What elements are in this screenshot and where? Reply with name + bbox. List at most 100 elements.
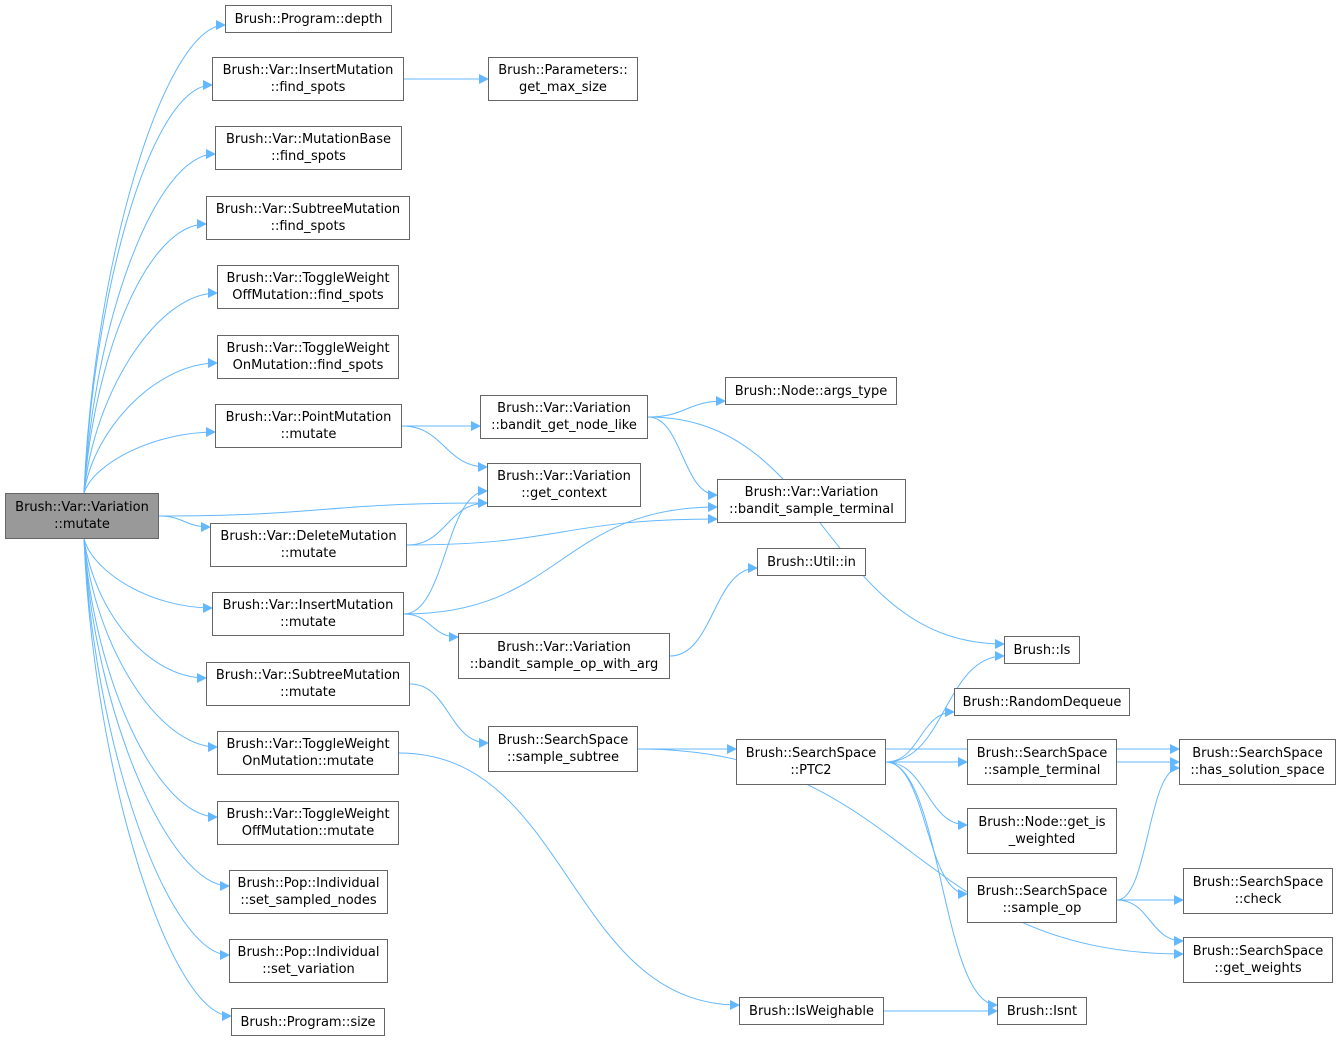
node-label-line: Brush::Var::ToggleWeight — [226, 271, 390, 286]
node-label-line: ::mutate — [280, 427, 337, 442]
edge-ins_mut-to-bandit_op — [403, 613, 459, 642]
node-ptc2[interactable]: Brush::SearchSpace ::PTC2 — [736, 739, 886, 785]
node-insertmutation-find-spots[interactable]: Brush::Var::InsertMutation ::find_spots — [212, 57, 404, 101]
node-label-line: ::find_spots — [270, 80, 346, 95]
edge-sample_op-to-has_sol — [1116, 763, 1180, 901]
edge-ptc2-to-get_is_w — [885, 761, 968, 830]
node-label-line: Brush::Node::get_is — [978, 815, 1106, 830]
node-label-line: Brush::Node::args_type — [734, 383, 888, 399]
node-has-solution-space[interactable]: Brush::SearchSpace ::has_solution_space — [1179, 739, 1336, 785]
node-label-line: ::has_solution_space — [1190, 763, 1325, 778]
node-sample-subtree[interactable]: Brush::SearchSpace ::sample_subtree — [488, 726, 638, 772]
node-set-sampled-nodes[interactable]: Brush::Pop::Individual ::set_sampled_nod… — [229, 870, 388, 914]
node-label-line: Brush::Var::SubtreeMutation — [215, 202, 401, 217]
node-bandit-sample-op-with-arg[interactable]: Brush::Var::Variation ::bandit_sample_op… — [458, 633, 670, 679]
edge-ins_mut-to-bandit_term — [403, 502, 718, 615]
node-label-line: OffMutation::mutate — [241, 824, 375, 839]
node-insertmutation-mutate[interactable]: Brush::Var::InsertMutation ::mutate — [212, 592, 404, 636]
node-isnt[interactable]: Brush::Isnt — [997, 997, 1087, 1025]
node-label-line: Brush::SearchSpace — [745, 746, 877, 761]
edges — [83, 20, 1184, 1021]
edge-root-to-get_context — [158, 498, 488, 517]
edge-root-to-prog_size — [83, 538, 232, 1021]
node-program-size[interactable]: Brush::Program::size — [231, 1008, 385, 1036]
node-label-line: get_max_size — [519, 80, 607, 95]
node-label-line: Brush::SearchSpace — [1192, 875, 1324, 890]
node-subtreemutation-find-spots[interactable]: Brush::Var::SubtreeMutation ::find_spots — [206, 196, 410, 240]
node-is[interactable]: Brush::Is — [1004, 636, 1080, 664]
node-label-line: Brush::Var::ToggleWeight — [226, 737, 390, 752]
node-pointmutation-mutate[interactable]: Brush::Var::PointMutation ::mutate — [215, 404, 402, 448]
edge-root-to-twon_find — [83, 358, 218, 494]
node-program-depth[interactable]: Brush::Program::depth — [225, 5, 392, 33]
node-get-context[interactable]: Brush::Var::Variation ::get_context — [487, 463, 641, 507]
node-sample-terminal[interactable]: Brush::SearchSpace ::sample_terminal — [967, 739, 1117, 785]
node-label-line: Brush::Var::ToggleWeight — [226, 807, 390, 822]
node-label-line: ::bandit_get_node_like — [491, 418, 637, 433]
edge-root-to-twoff_find — [83, 288, 218, 494]
node-subtreemutation-mutate[interactable]: Brush::Var::SubtreeMutation ::mutate — [206, 662, 410, 706]
node-args-type[interactable]: Brush::Node::args_type — [725, 377, 897, 405]
edge-bandit_node-to-bandit_term — [647, 416, 718, 500]
node-label-line: _weighted — [1008, 832, 1076, 847]
edge-root-to-pt_mut — [83, 427, 216, 494]
node-parameters-get-max-size[interactable]: Brush::Parameters:: get_max_size — [488, 57, 638, 101]
edge-root-to-prog_depth — [83, 20, 226, 494]
node-label-line: Brush::Program::depth — [234, 11, 383, 27]
node-set-variation[interactable]: Brush::Pop::Individual ::set_variation — [229, 939, 388, 983]
edge-del_mut-to-get_context — [406, 498, 488, 546]
node-label-line: ::bandit_sample_terminal — [729, 502, 894, 517]
node-label-line: Brush::IsWeighable — [749, 1003, 874, 1019]
node-label-line: ::sample_subtree — [507, 750, 619, 765]
edge-del_mut-to-bandit_term — [406, 514, 718, 546]
node-label-line: Brush::Var::MutationBase — [225, 132, 392, 147]
node-label-line: Brush::Var::Variation — [497, 640, 631, 655]
node-label-line: Brush::Isnt — [1006, 1003, 1078, 1019]
node-label-line: ::find_spots — [271, 149, 346, 164]
edge-ptc2-to-sample_op — [885, 761, 968, 899]
node-toggleweighton-mutate[interactable]: Brush::Var::ToggleWeight OnMutation::mut… — [217, 731, 399, 775]
node-label-line: ::set_sampled_nodes — [240, 893, 377, 908]
node-variation-mutate[interactable]: Brush::Var::Variation ::mutate — [5, 493, 159, 539]
node-label-line: Brush::Pop::Individual — [237, 876, 380, 891]
node-toggleweightoff-mutate[interactable]: Brush::Var::ToggleWeight OffMutation::mu… — [217, 801, 399, 845]
node-label-line: Brush::SearchSpace — [1192, 944, 1324, 959]
node-sample-op[interactable]: Brush::SearchSpace ::sample_op — [967, 877, 1117, 923]
node-label-line: Brush::Var::SubtreeMutation — [215, 668, 401, 683]
edge-pt_mut-to-get_context — [401, 425, 488, 472]
node-deletemutation-mutate[interactable]: Brush::Var::DeleteMutation ::mutate — [210, 523, 407, 567]
node-mutationbase-find-spots[interactable]: Brush::Var::MutationBase ::find_spots — [215, 126, 402, 170]
node-label-line: Brush::Parameters:: — [498, 63, 628, 78]
node-label-line: OffMutation::find_spots — [232, 288, 384, 303]
edge-root-to-set_sampled — [83, 538, 230, 891]
node-bandit-sample-terminal[interactable]: Brush::Var::Variation ::bandit_sample_te… — [717, 479, 906, 523]
node-get-weights[interactable]: Brush::SearchSpace ::get_weights — [1183, 937, 1333, 983]
node-bandit-get-node-like[interactable]: Brush::Var::Variation ::bandit_get_node_… — [480, 395, 648, 439]
node-label-line: ::get_context — [521, 486, 607, 501]
edge-root-to-sub_find — [83, 219, 207, 494]
node-toggleweightoff-find-spots[interactable]: Brush::Var::ToggleWeight OffMutation::fi… — [217, 265, 399, 309]
node-label-line: ::check — [1234, 892, 1282, 907]
edge-ptc2-to-rand_deq — [885, 707, 955, 763]
edge-root-to-del_mut — [158, 515, 211, 532]
node-label-line: Brush::SearchSpace — [1192, 746, 1323, 761]
node-get-is-weighted[interactable]: Brush::Node::get_is _weighted — [967, 808, 1117, 854]
node-label-line: ::bandit_sample_op_with_arg — [469, 657, 659, 672]
node-random-dequeue[interactable]: Brush::RandomDequeue — [954, 688, 1130, 716]
node-toggleweighton-find-spots[interactable]: Brush::Var::ToggleWeight OnMutation::fin… — [217, 335, 399, 379]
node-is-weighable[interactable]: Brush::IsWeighable — [739, 997, 884, 1025]
node-label-line: Brush::RandomDequeue — [962, 694, 1122, 710]
node-label-line: Brush::Var::DeleteMutation — [220, 529, 397, 544]
edge-root-to-set_var — [83, 538, 230, 960]
edge-sample_op-to-get_weights — [1116, 899, 1184, 946]
node-label-line: ::set_variation — [262, 962, 355, 977]
node-label-line: ::find_spots — [270, 219, 346, 234]
node-util-in[interactable]: Brush::Util::in — [757, 548, 866, 576]
node-check[interactable]: Brush::SearchSpace ::check — [1183, 868, 1333, 914]
edge-root-to-ins_mut — [83, 538, 213, 613]
edge-root-to-twon_mut — [83, 538, 218, 752]
edge-bandit_node-to-args_type — [647, 396, 726, 418]
edge-sub_mut-to-sample_subtree — [409, 683, 489, 748]
node-label-line: OnMutation::mutate — [242, 754, 374, 769]
